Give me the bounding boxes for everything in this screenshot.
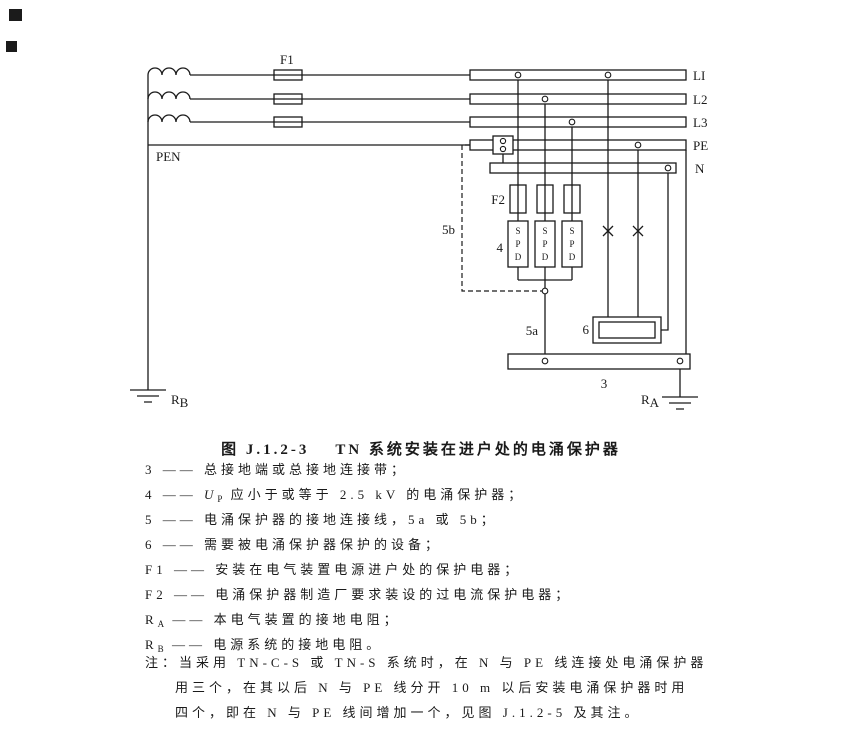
label-l2: L2 <box>693 92 707 107</box>
earth-symbol-right <box>662 396 698 410</box>
label-4: 4 <box>497 240 504 255</box>
spd1-letter-d: D <box>515 252 522 262</box>
spd-box-2 <box>534 220 556 268</box>
busbar-l2 <box>469 93 687 105</box>
fuse-f1-l1 <box>273 69 303 81</box>
label-ra: RA <box>641 392 660 410</box>
diagram-labels: F1 F2 4 5b 5a 6 3 PEN LI L2 L3 PE N RB R… <box>156 52 708 410</box>
label-pe: PE <box>693 138 708 153</box>
fuses-f1 <box>273 69 303 128</box>
label-rb: RB <box>171 392 189 410</box>
spd2-letter-p: P <box>542 239 547 249</box>
earth-symbol-left <box>130 389 166 403</box>
scan-artifact <box>6 41 17 52</box>
figure-number: 图 J.1.2-3 <box>221 442 310 458</box>
spd3-letter-s: S <box>569 226 574 236</box>
transformer-windings <box>147 67 191 123</box>
fuse-f2-2 <box>536 184 554 214</box>
label-f2: F2 <box>491 192 505 207</box>
busbar-l3 <box>469 116 687 128</box>
label-3: 3 <box>601 376 608 391</box>
label-n: N <box>695 161 705 176</box>
busbar-n <box>489 162 677 174</box>
figure-title: TN 系统安装在进户处的电涌保护器 <box>335 442 621 458</box>
conductor-5b-line <box>461 144 545 292</box>
spd1-letter-p: P <box>515 239 520 249</box>
fuse-f1-l3 <box>273 116 303 128</box>
spd2-letter-s: S <box>542 226 547 236</box>
x-mark-2 <box>632 225 644 237</box>
label-l1: LI <box>693 68 705 83</box>
legend-item: F1 —— 安装在电气装置电源进户处的保护电器； <box>145 562 522 577</box>
legend-item: 5 —— 电涌保护器的接地连接线，5a 或 5b； <box>145 512 498 527</box>
winding-l2 <box>147 91 191 100</box>
circuit-diagram: S P D S P D S P D <box>130 52 708 410</box>
figure-note: 注：当采用 TN-C-S 或 TN-S 系统时，在 N 与 PE 线连接处电涌保… <box>145 650 707 725</box>
conductors <box>147 74 687 397</box>
x-mark-1 <box>602 225 614 237</box>
spd-devices: S P D S P D S P D <box>507 220 583 268</box>
figure-legend: 3 —— 总接地端或总接地连接带； 4 —— UP 应小于或等于 2.5 kV 的… <box>145 457 572 657</box>
main-earthing-bar <box>507 353 691 370</box>
label-f1: F1 <box>280 52 294 67</box>
note-line: 四个，即在 N 与 PE 线间增加一个，见图 J.1.2-5 及其注。 <box>175 705 642 720</box>
spd-box-1 <box>507 220 529 268</box>
fuse-f2-3 <box>563 184 581 214</box>
spd-box-3 <box>561 220 583 268</box>
pe-n-link <box>492 135 514 155</box>
terminal-dots <box>499 71 684 365</box>
busbars <box>469 69 687 174</box>
note-line: 注：当采用 TN-C-S 或 TN-S 系统时，在 N 与 PE 线连接处电涌保… <box>145 655 708 670</box>
winding-l1 <box>147 67 191 76</box>
legend-item: RA —— 本电气装置的接地电阻； <box>145 612 401 629</box>
fuse-f2-1 <box>509 184 527 214</box>
label-5a: 5a <box>526 323 539 338</box>
legend-item: 6 —— 需要被电涌保护器保护的设备； <box>145 537 443 552</box>
note-line: 用三个，在其以后 N 与 PE 线分开 10 m 以后安装电涌保护器时用 <box>175 680 689 695</box>
equipment-outer-box <box>592 316 662 344</box>
spd3-letter-d: D <box>569 252 576 262</box>
spd1-letter-s: S <box>515 226 520 236</box>
legend-item: RB —— 电源系统的接地电阻。 <box>145 637 384 654</box>
fuses-f2 <box>509 184 581 214</box>
busbar-l1 <box>469 69 687 81</box>
legend-item: F2 —— 电涌保护器制造厂要求装设的过电流保护电器； <box>145 587 573 602</box>
fuse-f1-l2 <box>273 93 303 105</box>
equipment-inner-box <box>598 321 656 339</box>
label-pen: PEN <box>156 149 181 164</box>
spd2-letter-d: D <box>542 252 549 262</box>
equipment-feed-n <box>661 173 669 331</box>
label-6: 6 <box>583 322 590 337</box>
figure-caption: 图 J.1.2-3 TN 系统安装在进户处的电涌保护器 <box>0 438 842 459</box>
disconnect-marks <box>602 225 644 237</box>
winding-l3 <box>147 114 191 123</box>
scan-artifact <box>9 9 22 21</box>
protected-equipment <box>592 316 662 344</box>
legend-item: 4 —— UP 应小于或等于 2.5 kV 的电涌保护器； <box>145 487 526 504</box>
spd3-letter-p: P <box>569 239 574 249</box>
pe-n-link-box <box>492 135 514 155</box>
label-5b: 5b <box>442 222 455 237</box>
label-l3: L3 <box>693 115 707 130</box>
legend-item: 3 —— 总接地端或总接地连接带； <box>145 462 409 477</box>
